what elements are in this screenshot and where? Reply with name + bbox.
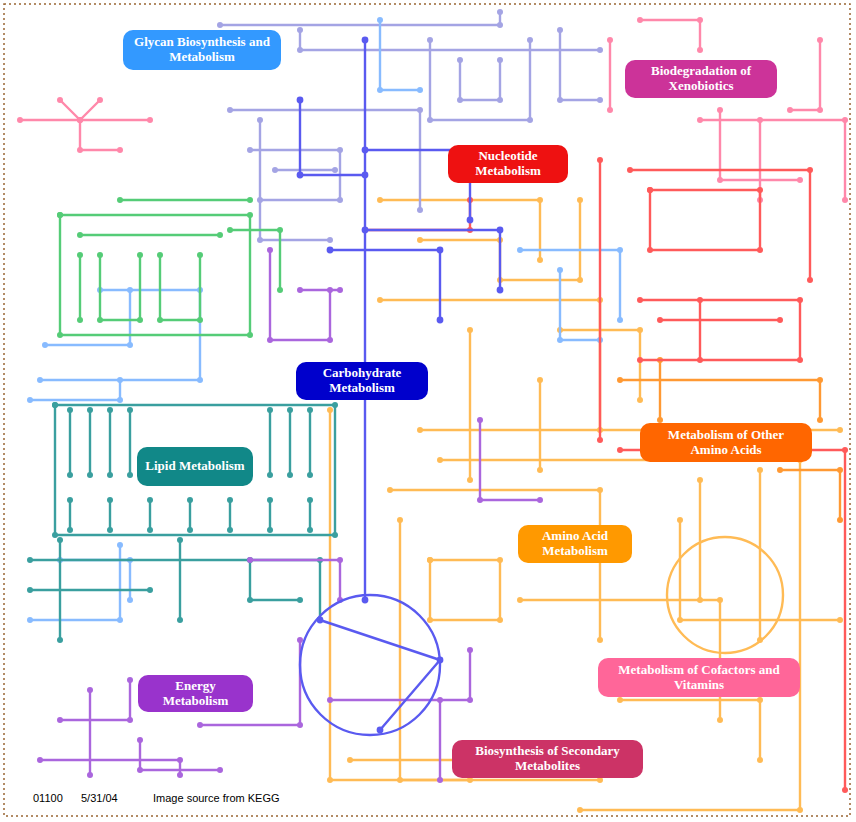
category-box: Biosynthesis of Secondary Metabolites	[452, 740, 643, 778]
footer-label: Image source from KEGG	[152, 792, 281, 804]
category-box: Energy Metabolism	[138, 675, 253, 712]
category-label: Lipid Metabolism	[145, 459, 244, 474]
other-amino-acid-lines	[620, 360, 840, 520]
category-box: Metabolism of Other Amino Acids	[640, 423, 812, 462]
footer-label: 01100	[32, 792, 64, 804]
category-label: Energy Metabolism	[146, 679, 245, 708]
category-label: Biosynthesis of Secondary Metabolites	[460, 744, 635, 773]
category-box: Glycan Biosynthesis and Metabolism	[123, 30, 281, 70]
category-label: Amino Acid Metabolism	[526, 529, 624, 558]
footer-label: 5/31/04	[80, 792, 119, 804]
category-box: Nucleotide Metabolism	[448, 145, 568, 183]
nucleotide-lines	[365, 160, 845, 790]
category-box: Biodegradation of Xenobiotics	[625, 60, 777, 98]
category-label: Biodegradation of Xenobiotics	[633, 64, 769, 93]
category-box: Metabolism of Cofactors and Vitamins	[598, 658, 800, 697]
amino-acid-lines	[330, 200, 840, 810]
category-box: Amino Acid Metabolism	[518, 525, 632, 563]
category-box: Carbohydrate Metabolism	[296, 362, 428, 400]
dotted-frame	[4, 4, 850, 816]
category-label: Metabolism of Other Amino Acids	[648, 428, 804, 457]
pink-lines	[20, 20, 845, 200]
green-lines	[60, 200, 280, 335]
lipid-lines	[30, 405, 335, 640]
energy-lines	[40, 250, 540, 780]
category-label: Nucleotide Metabolism	[456, 149, 560, 178]
category-label: Metabolism of Cofactors and Vitamins	[606, 663, 792, 692]
category-label: Carbohydrate Metabolism	[304, 366, 420, 395]
category-box: Lipid Metabolism	[137, 447, 253, 486]
category-label: Glycan Biosynthesis and Metabolism	[131, 35, 273, 64]
